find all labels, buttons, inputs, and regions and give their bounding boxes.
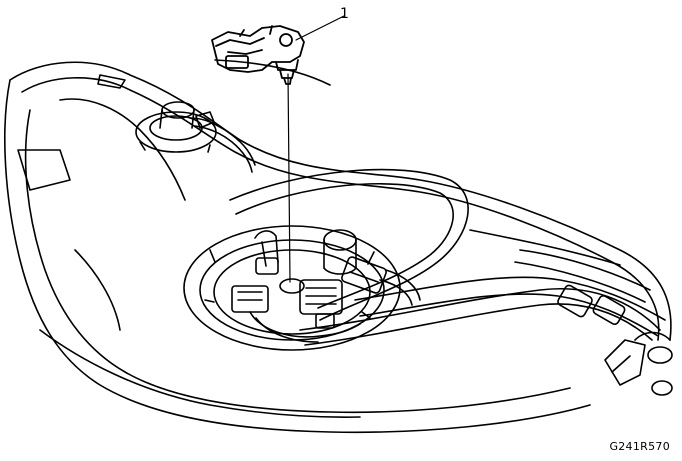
fuel-tank-pressure-sensor [211, 25, 305, 85]
connector-left-icon [231, 285, 269, 313]
figure-code: G241R570 [609, 440, 670, 453]
fuel-pump-module [183, 225, 421, 351]
fuel-line-connectors [557, 284, 673, 396]
fuel-tank [3, 59, 672, 434]
fuel-lines [229, 168, 666, 346]
callout-leader [287, 15, 345, 283]
fuel-filler-neck [135, 101, 256, 173]
connector-center-icon [299, 279, 343, 315]
callout-number: 1 [340, 6, 349, 22]
connector-right-icon [341, 256, 387, 294]
